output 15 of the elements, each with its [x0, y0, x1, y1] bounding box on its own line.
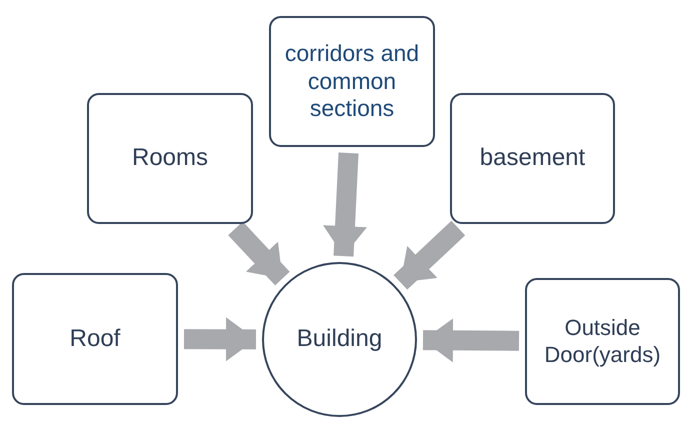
block-arrow — [228, 222, 290, 286]
node-label: Outside Door(yards) — [543, 314, 662, 369]
node-label: basement — [478, 143, 586, 174]
block-arrow — [323, 152, 367, 257]
node-label: Roof — [68, 324, 122, 354]
block-arrow — [394, 220, 466, 290]
node-label: Rooms — [130, 143, 210, 174]
rounded-box — [525, 278, 680, 405]
node-label: corridors and common sections — [284, 39, 420, 124]
block-arrow — [184, 317, 256, 362]
rounded-box — [12, 273, 178, 405]
rounded-box — [87, 93, 253, 224]
rounded-box — [450, 93, 615, 224]
node-label: Building — [296, 324, 384, 354]
rounded-box — [269, 16, 435, 147]
